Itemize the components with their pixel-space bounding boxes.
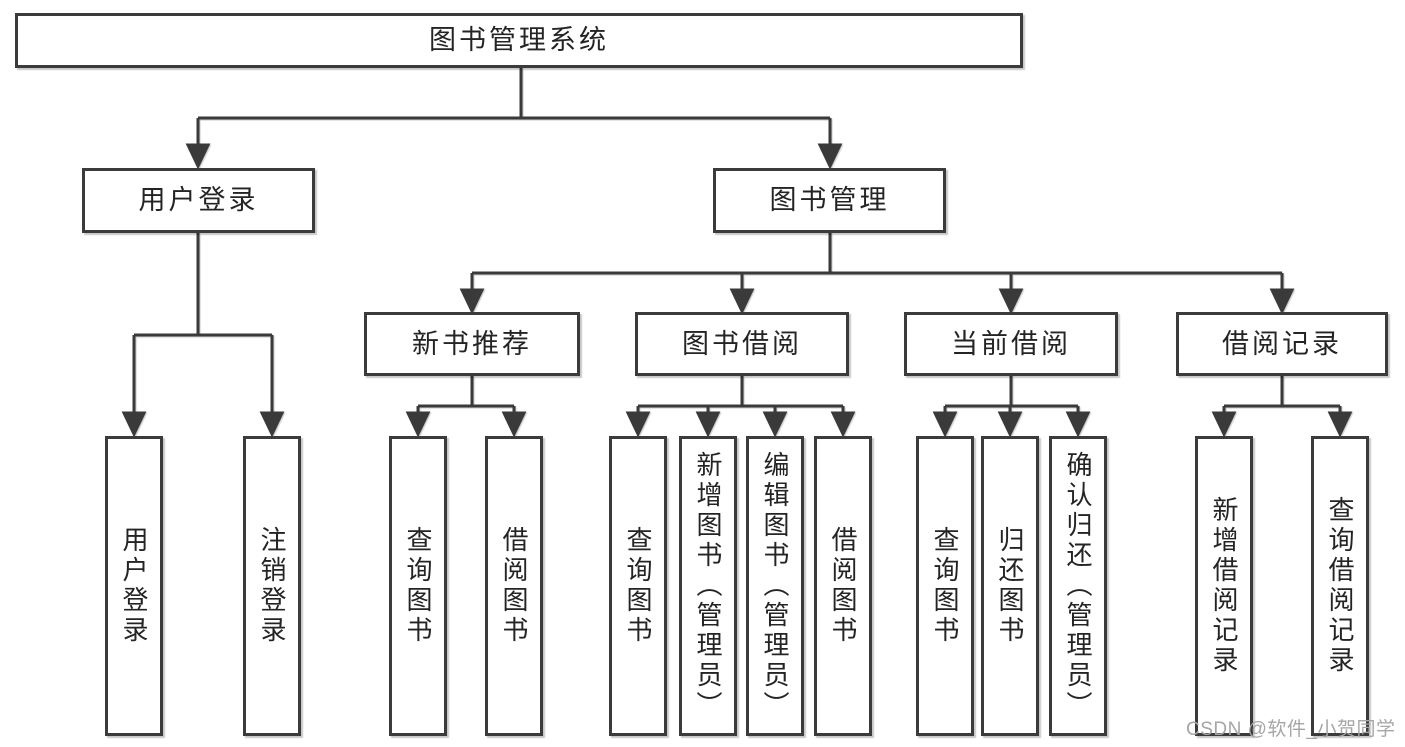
node-current-borrow-label: 当前借阅 [951,328,1071,359]
leaf-query-book-2: 查询图书 [609,436,667,736]
node-user-login-label: 用户登录 [138,185,259,215]
leaf-user-login: 用户登录 [105,436,163,736]
leaf-user-login-label: 用户登录 [119,526,149,646]
leaf-borrow-book-1: 借阅图书 [485,436,543,736]
leaf-borrow-book-2: 借阅图书 [814,436,872,736]
leaf-edit-book: 编辑图书（管理员） [746,436,804,736]
leaf-query-book-1-label: 查询图书 [403,526,433,646]
leaf-query-book-3-label: 查询图书 [930,526,960,646]
node-book-mgmt: 图书管理 [713,168,946,233]
node-root-label: 图书管理系统 [429,25,609,55]
node-book-borrow-label: 图书借阅 [682,328,802,359]
leaf-query-borrow-record-label: 查询借阅记录 [1325,496,1355,676]
node-current-borrow: 当前借阅 [904,312,1118,376]
leaf-query-book-3: 查询图书 [916,436,974,736]
leaf-query-book-1: 查询图书 [389,436,447,736]
leaf-logout: 注销登录 [243,436,301,736]
node-borrow-record: 借阅记录 [1176,312,1388,376]
leaf-return-book-label: 归还图书 [995,526,1025,646]
node-user-login: 用户登录 [82,168,315,233]
node-book-borrow: 图书借阅 [635,312,849,376]
csdn-watermark: CSDN @软件_小贺同学 [1186,719,1396,740]
leaf-logout-label: 注销登录 [257,526,287,646]
leaf-return-book: 归还图书 [981,436,1039,736]
node-new-book-rec: 新书推荐 [364,312,580,376]
connector-borrow-record-children [1211,376,1353,438]
connector-user-login-children [121,233,285,438]
leaf-query-book-2-label: 查询图书 [623,526,653,646]
connector-book-mgmt-children [459,233,1295,315]
leaf-add-book-label: 新增图书（管理员） [693,451,723,721]
node-root: 图书管理系统 [15,13,1023,68]
leaf-borrow-book-2-label: 借阅图书 [828,526,858,646]
node-borrow-record-label: 借阅记录 [1222,328,1342,359]
leaf-add-borrow-record-label: 新增借阅记录 [1209,496,1239,676]
leaf-confirm-return-label: 确认归还（管理员） [1063,451,1093,721]
leaf-query-borrow-record: 查询借阅记录 [1311,436,1369,736]
leaf-confirm-return: 确认归还（管理员） [1049,436,1107,736]
connector-current-borrow-children [932,376,1091,438]
node-new-book-rec-label: 新书推荐 [412,328,532,359]
leaf-add-borrow-record: 新增借阅记录 [1195,436,1253,736]
leaf-add-book: 新增图书（管理员） [679,436,737,736]
leaf-edit-book-label: 编辑图书（管理员） [760,451,790,721]
leaf-borrow-book-1-label: 借阅图书 [499,526,529,646]
node-book-mgmt-label: 图书管理 [769,185,890,215]
connector-new-book-rec-children [405,376,527,438]
connector-book-borrow-children [625,376,856,438]
connector-root-to-level2 [185,68,843,170]
